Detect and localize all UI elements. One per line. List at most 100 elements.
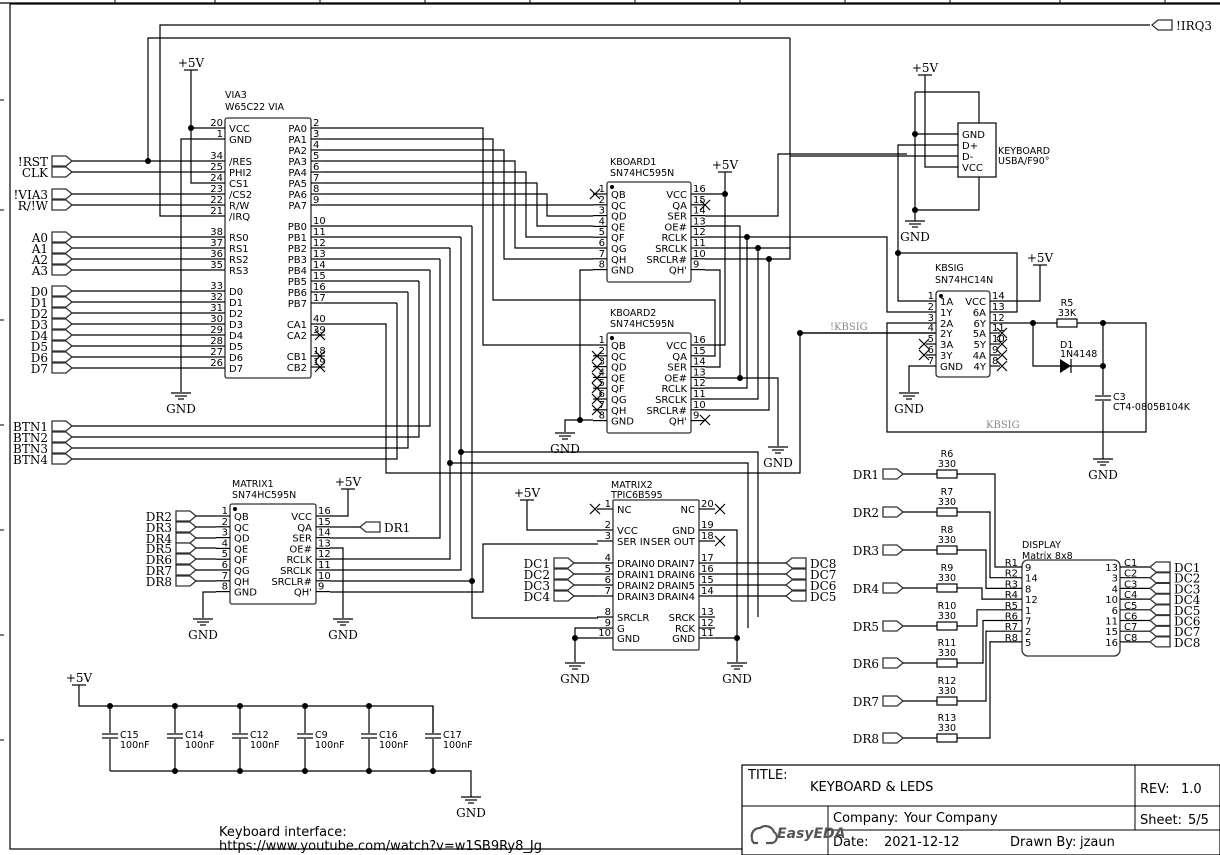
port-d2[interactable]: D2 [31,307,74,321]
pin-name: GND [962,130,985,141]
wire [72,270,431,427]
port-a2[interactable]: A2 [31,253,74,267]
port-a0[interactable]: A0 [31,231,74,245]
ic-kbsig[interactable]: KBSIGSN74HC14N11A21Y32A42Y53A63Y7GND14VC… [926,263,1005,378]
port-dc7[interactable]: DC7 [784,568,836,582]
port-dr8[interactable]: DR8 [146,575,198,589]
port-btn4[interactable]: BTN4 [13,453,74,467]
port-btn1[interactable]: BTN1 [13,420,74,434]
port-label: D6 [31,351,48,365]
port-arrow-icon [784,568,807,580]
port-dc5[interactable]: DC5 [1148,604,1200,618]
ic-kboard2[interactable]: KBOARD2SN74HC595N1QB2QC3QD4QE5QF6QG7QH8G… [593,308,706,434]
port-dc1[interactable]: DC1 [524,557,576,571]
port-dr3[interactable]: DR3 [853,544,905,558]
port-dr7[interactable]: DR7 [146,564,198,578]
port-d3[interactable]: D3 [31,318,74,332]
port-a3[interactable]: A3 [31,264,74,278]
port-dc4[interactable]: DC4 [1148,593,1201,607]
port-dc6[interactable]: DC6 [784,579,836,593]
port-via3[interactable]: !VIA3 [13,188,74,202]
port-a1[interactable]: A1 [31,242,74,256]
ic-kboard1[interactable]: KBOARD1SN74HC595N1QB2QC3QD4QE5QF6QG7QH8G… [593,157,706,283]
port-dr7[interactable]: DR7 [853,695,905,709]
port-d4[interactable]: D4 [31,329,74,343]
no-connect-icon [699,199,711,211]
drawn-by-label: Drawn By: [1010,835,1076,850]
note-line-1: Keyboard interface: [219,825,347,840]
port-dr6[interactable]: DR6 [853,657,905,671]
port-dr2[interactable]: DR2 [146,510,198,524]
port-label: DR6 [146,553,172,567]
pin-name: PA7 [288,201,307,212]
port-rw[interactable]: R/!W [18,199,74,213]
port-d1[interactable]: D1 [31,296,74,310]
port-dr5[interactable]: DR5 [146,542,198,556]
pin-number: 2 [1025,627,1031,638]
port-dc8[interactable]: DC8 [784,557,836,571]
port-dr5[interactable]: DR5 [853,620,905,634]
pin-number: 36 [210,249,223,260]
port-arrow-icon [175,532,198,544]
port-d7[interactable]: D7 [31,362,74,376]
port-dr6[interactable]: DR6 [146,553,198,567]
port-dr4[interactable]: DR4 [146,532,198,546]
port-dr1[interactable]: DR1 [853,468,905,482]
date-label: Date: [833,835,868,850]
port-dc3[interactable]: DC3 [524,579,576,593]
port-btn3[interactable]: BTN3 [13,442,74,456]
port-dc2[interactable]: DC2 [524,568,576,582]
pin-name: D- [962,152,974,163]
port-irq3[interactable]: !IRQ3 [1150,19,1212,33]
port-dc7[interactable]: DC7 [1148,625,1200,639]
ic-matrix1[interactable]: MATRIX1SN74HC595N1QB2QC3QD4QE5QF6QG7QH8G… [216,479,331,605]
resistor-icon [936,469,958,479]
port-dc5[interactable]: DC5 [784,590,836,604]
kbsig-wiring: !KBSIGKBSIG+5VGNDR533KD11N4148C3CT4-0805… [800,236,1191,482]
port-dr1[interactable]: DR1 [358,521,410,535]
port-btn2[interactable]: BTN2 [13,431,74,445]
resistor-ref: R5 [1061,298,1074,309]
port-rst[interactable]: !RST [18,155,74,169]
pin-name: NC [681,505,695,516]
port-dc3[interactable]: DC3 [1148,582,1200,596]
port-d6[interactable]: D6 [31,351,74,365]
port-dr8[interactable]: DR8 [853,732,905,746]
port-dr4[interactable]: DR4 [853,582,905,596]
port-dr2[interactable]: DR2 [853,506,905,520]
port-dr3[interactable]: DR3 [146,521,198,535]
pin-name: QC [234,523,249,534]
port-dc6[interactable]: DC6 [1148,615,1200,629]
pin-number: 15 [313,271,326,282]
port-d0[interactable]: D0 [31,285,74,299]
port-clk[interactable]: CLK [22,166,74,180]
port-dc2[interactable]: DC2 [1148,572,1200,586]
port-arrow-icon [175,564,198,576]
port-dc1[interactable]: DC1 [1148,561,1200,575]
port-d5[interactable]: D5 [31,340,74,354]
port-dc8[interactable]: DC8 [1148,636,1200,650]
pin-name: PA6 [288,190,307,201]
port-dc4[interactable]: DC4 [524,590,576,604]
